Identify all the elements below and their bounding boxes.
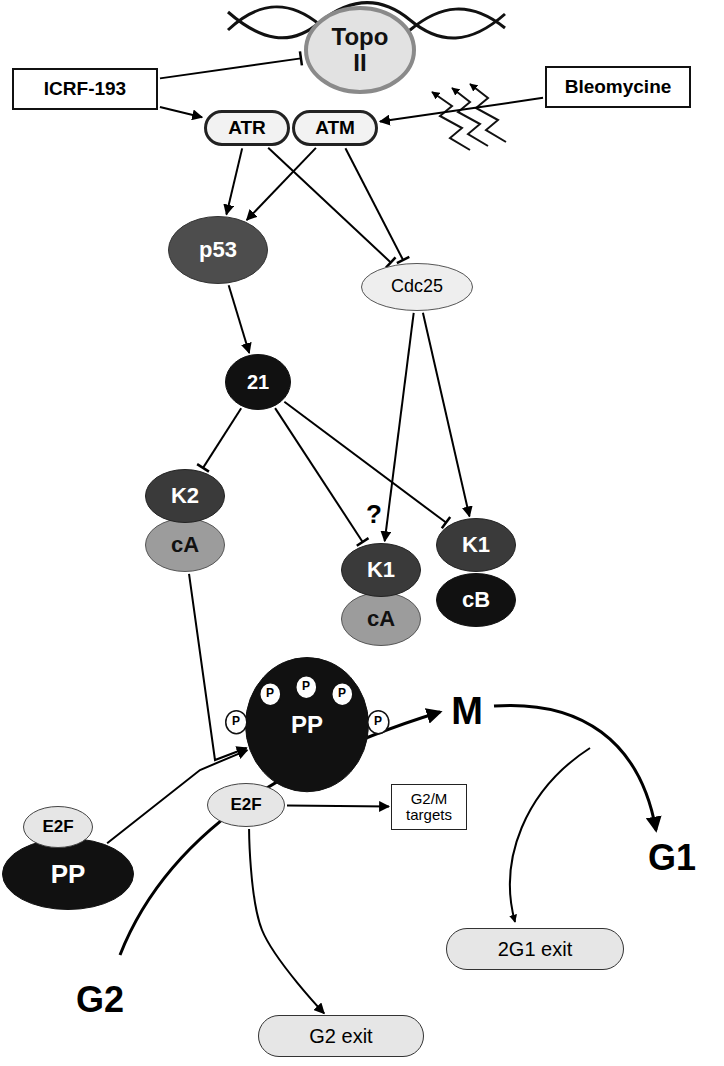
activation-arrow [380, 98, 543, 122]
damage-bolt [470, 84, 506, 142]
node-text: 21 [247, 371, 269, 393]
node-text: G2/M targets [392, 791, 466, 824]
transcription-factor-ellipse: E2F [207, 783, 285, 827]
kinase-box: ATM [292, 110, 378, 147]
node-text: P [338, 687, 346, 700]
node-text: P [232, 715, 240, 728]
exit-arrow [510, 748, 590, 922]
exit-box: 2G1 exit [446, 928, 624, 970]
node-text: K1 [462, 533, 490, 557]
node-text: ATR [228, 118, 266, 139]
cyclin-ellipse: cB [436, 573, 516, 627]
phase-label: M [451, 692, 483, 732]
node-text: K2 [171, 484, 199, 508]
activation-arrow [160, 107, 202, 117]
node-text: P [266, 687, 274, 700]
activation-arrow [229, 285, 250, 353]
inhibition-line [268, 148, 391, 263]
cyclin-ellipse: cA [145, 518, 225, 572]
node-text: 2G1 exit [498, 938, 572, 960]
activation-arrow [287, 805, 389, 806]
drug-box: ICRF-193 [12, 68, 158, 110]
pocket-protein-ellipse: PP [2, 838, 134, 910]
damage-bolt [452, 88, 488, 146]
activation-arrow [249, 829, 324, 1013]
phase-label: G2 [76, 981, 124, 1019]
node-text: PP [51, 860, 86, 889]
node-text: cA [367, 607, 395, 631]
node-text: G2 exit [309, 1025, 372, 1047]
cyclin-ellipse: cA [341, 592, 421, 646]
phosphate-circle: P [259, 682, 282, 706]
inhibition-line [160, 58, 301, 78]
node-text: cA [171, 533, 199, 557]
cell-cycle-arrow [494, 705, 656, 830]
phase-label: G1 [648, 839, 696, 877]
node-text: p53 [199, 238, 237, 262]
node-text: E2F [42, 818, 73, 837]
phosphate-circle: P [295, 675, 318, 699]
node-text: ATM [315, 118, 355, 139]
node-text: cB [462, 588, 490, 612]
kinase-ellipse: K2 [145, 469, 225, 523]
exit-box: G2 exit [258, 1015, 424, 1057]
damage-bolt [432, 92, 470, 150]
node-text: Topo II [325, 24, 395, 77]
phosphate-circle: P [367, 710, 390, 734]
target-box: G2/M targets [391, 784, 467, 830]
kinase-ellipse: K1 [436, 518, 516, 572]
drug-box: Bleomycine [545, 66, 691, 108]
inhibition-line [203, 408, 241, 468]
uncertainty-mark: ? [364, 501, 384, 528]
pocket-protein-ellipse: PPPPPPP [245, 657, 369, 792]
node-text: E2F [230, 796, 261, 815]
protein-ellipse: 21 [225, 354, 291, 410]
node-text: Bleomycine [565, 77, 672, 98]
activation-arrow [226, 148, 242, 214]
protein-ellipse: Cdc25 [361, 263, 473, 311]
activation-arrow [423, 313, 470, 517]
transcription-factor-ellipse: E2F [23, 806, 93, 848]
node-text: K1 [367, 558, 395, 582]
protein-ellipse: p53 [168, 216, 268, 284]
activation-arrow [385, 313, 414, 541]
kinase-box: ATR [204, 110, 290, 147]
inhibition-line [345, 148, 403, 260]
activation-arrow [189, 574, 247, 760]
node-text: ICRF-193 [44, 79, 126, 100]
node-text: PP [291, 712, 323, 738]
node-text: P [374, 715, 382, 728]
node-text: Cdc25 [391, 277, 443, 297]
phosphate-circle: P [331, 682, 354, 706]
phosphate-circle: P [225, 710, 248, 734]
enzyme-ellipse: Topo II [304, 6, 416, 94]
kinase-ellipse: K1 [341, 543, 421, 597]
node-text: P [302, 680, 310, 693]
